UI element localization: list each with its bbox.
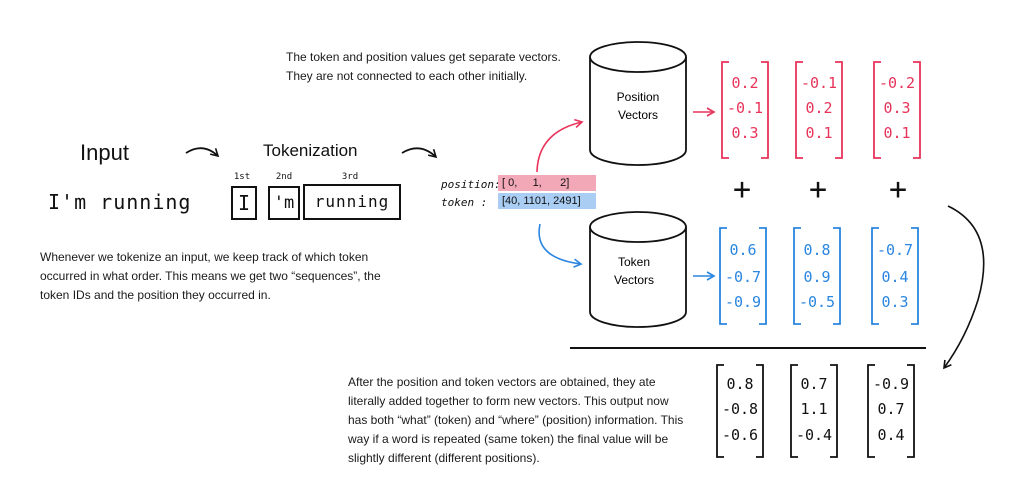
token-vector-3-left-bracket bbox=[871, 227, 879, 325]
sum-vector-3-right-bracket bbox=[907, 364, 915, 458]
sum-vector-1-value: 0.8 bbox=[726, 375, 753, 393]
token-vector-1: 0.6 -0.7 -0.9 bbox=[719, 227, 767, 325]
input-title: Input bbox=[80, 140, 129, 165]
position-vector-1-value: -0.1 bbox=[727, 99, 763, 117]
sum-vector-2-right-bracket bbox=[830, 364, 838, 458]
plus-sign-1: + bbox=[733, 172, 751, 207]
position-vector-1-value: 0.2 bbox=[731, 74, 758, 92]
sum-vector-1-value: -0.6 bbox=[722, 426, 758, 444]
token-vector-2-value: -0.5 bbox=[799, 293, 835, 311]
sum-vector-2: 0.7 1.1 -0.4 bbox=[790, 364, 838, 458]
note-separate-vectors: The token and position values get separa… bbox=[286, 48, 561, 86]
ordinal-first: 1st bbox=[233, 172, 251, 182]
position-vector-3-value: 0.1 bbox=[883, 124, 910, 142]
note-vectors-added: After the position and token vectors are… bbox=[348, 373, 683, 468]
sum-vector-1-left-bracket bbox=[716, 364, 724, 458]
note-bottom-line-4: way if a word is repeated (same token) t… bbox=[348, 432, 669, 446]
token-vector-1-right-bracket bbox=[759, 227, 767, 325]
token-vector-1-value: -0.7 bbox=[725, 268, 761, 286]
position-vector-2: -0.1 0.2 0.1 bbox=[795, 61, 843, 159]
note-bottom-line-3: has both “what” (token) and “where” (pos… bbox=[348, 413, 684, 427]
token-vector-2-value: 0.8 bbox=[803, 241, 830, 259]
plus-sign-2: + bbox=[809, 172, 827, 207]
position-vector-2-value: -0.1 bbox=[801, 74, 837, 92]
token-vector-1-left-bracket bbox=[719, 227, 727, 325]
vector-layer: 0.2-0.10.3-0.10.20.1-0.20.30.10.6-0.7-0.… bbox=[716, 61, 921, 458]
note-bottom-line-2: literally added together to form new vec… bbox=[348, 394, 669, 408]
note-tokenize-sequences: Whenever we tokenize an input, we keep t… bbox=[40, 248, 381, 305]
token-vector-2-value: 0.9 bbox=[803, 268, 830, 286]
position-vector-3-value: -0.2 bbox=[879, 74, 915, 92]
plus-sign-3: + bbox=[889, 172, 907, 207]
token-box-1: I bbox=[231, 186, 257, 220]
token-box-2: 'm bbox=[268, 186, 300, 220]
token-vector-3-value: 0.4 bbox=[881, 268, 908, 286]
position-vector-3: -0.2 0.3 0.1 bbox=[873, 61, 921, 159]
token-vector-2-left-bracket bbox=[793, 227, 801, 325]
sum-vector-3: -0.9 0.7 0.4 bbox=[867, 364, 915, 458]
token-vector-3-value: 0.3 bbox=[881, 293, 908, 311]
sum-vector-2-left-bracket bbox=[790, 364, 798, 458]
position-ids: [ 0, 1, 2] bbox=[498, 175, 596, 191]
token-vector-1-value: 0.6 bbox=[729, 241, 756, 259]
position-vector-2-value: 0.1 bbox=[805, 124, 832, 142]
position-vector-2-left-bracket bbox=[795, 61, 803, 159]
note-left-line-1: Whenever we tokenize an input, we keep t… bbox=[40, 250, 369, 264]
sum-vector-3-left-bracket bbox=[867, 364, 875, 458]
note-bottom-line-5: slightly different (different positions)… bbox=[348, 451, 540, 465]
sum-vector-2-value: -0.4 bbox=[796, 426, 832, 444]
note-left-line-2: occurred in what order. This means we ge… bbox=[40, 269, 381, 283]
arrow-to-position-vectors bbox=[536, 118, 584, 173]
position-vector-1-value: 0.3 bbox=[731, 124, 758, 142]
token-row-label: token : bbox=[441, 196, 488, 209]
sum-vector-3-value: 0.4 bbox=[877, 426, 904, 444]
token-vector-2: 0.8 0.9 -0.5 bbox=[793, 227, 841, 325]
token-cylinder-label-line-1: Token bbox=[618, 255, 650, 269]
position-vector-1-right-bracket bbox=[761, 61, 769, 159]
token-box-3: running bbox=[303, 184, 401, 220]
token-vectors-cylinder: Token Vectors bbox=[589, 211, 687, 328]
token-vector-3-value: -0.7 bbox=[877, 241, 913, 259]
arrow-input-to-tokenization bbox=[185, 147, 220, 158]
sum-vector-2-value: 0.7 bbox=[800, 375, 827, 393]
sum-vector-3-value: 0.7 bbox=[877, 400, 904, 418]
ordinal-third: 3rd bbox=[341, 172, 359, 182]
position-row-label: position: bbox=[441, 178, 501, 191]
note-top-line-2: They are not connected to each other ini… bbox=[286, 69, 528, 83]
sum-vector-1: 0.8 -0.8 -0.6 bbox=[716, 364, 764, 458]
arrow-tokenization-to-ids bbox=[401, 147, 438, 159]
position-cylinder-label-line-1: Position bbox=[617, 90, 660, 104]
position-vector-3-left-bracket bbox=[873, 61, 881, 159]
position-vector-2-value: 0.2 bbox=[805, 99, 832, 117]
note-top-line-1: The token and position values get separa… bbox=[286, 50, 561, 64]
position-vector-1: 0.2 -0.1 0.3 bbox=[721, 61, 769, 159]
position-vector-2-right-bracket bbox=[835, 61, 843, 159]
arrow-to-token-vectors bbox=[538, 223, 583, 268]
note-left-line-3: token IDs and the position they occurred… bbox=[40, 288, 271, 302]
sum-vector-1-value: -0.8 bbox=[722, 400, 758, 418]
sum-vector-2-value: 1.1 bbox=[800, 400, 827, 418]
token-ids: [40, 1101, 2491] bbox=[498, 193, 596, 209]
position-cylinder-label-line-2: Vectors bbox=[618, 108, 658, 122]
ordinal-second: 2nd bbox=[275, 172, 293, 182]
tokenization-title: Tokenization bbox=[263, 141, 358, 160]
position-vector-3-right-bracket bbox=[913, 61, 921, 159]
note-bottom-line-1: After the position and token vectors are… bbox=[348, 375, 656, 389]
sum-vector-1-right-bracket bbox=[756, 364, 764, 458]
position-vector-3-value: 0.3 bbox=[883, 99, 910, 117]
token-vector-3: -0.7 0.4 0.3 bbox=[871, 227, 919, 325]
token-vector-3-right-bracket bbox=[911, 227, 919, 325]
position-vector-1-left-bracket bbox=[721, 61, 729, 159]
input-sentence: I'm running bbox=[48, 190, 192, 214]
position-vectors-cylinder: Position Vectors bbox=[589, 41, 687, 166]
token-vector-1-value: -0.9 bbox=[725, 293, 761, 311]
arrow-to-sum bbox=[943, 205, 985, 370]
sum-vector-3-value: -0.9 bbox=[873, 375, 909, 393]
token-cylinder-label-line-2: Vectors bbox=[614, 273, 654, 287]
token-vector-2-right-bracket bbox=[833, 227, 841, 325]
